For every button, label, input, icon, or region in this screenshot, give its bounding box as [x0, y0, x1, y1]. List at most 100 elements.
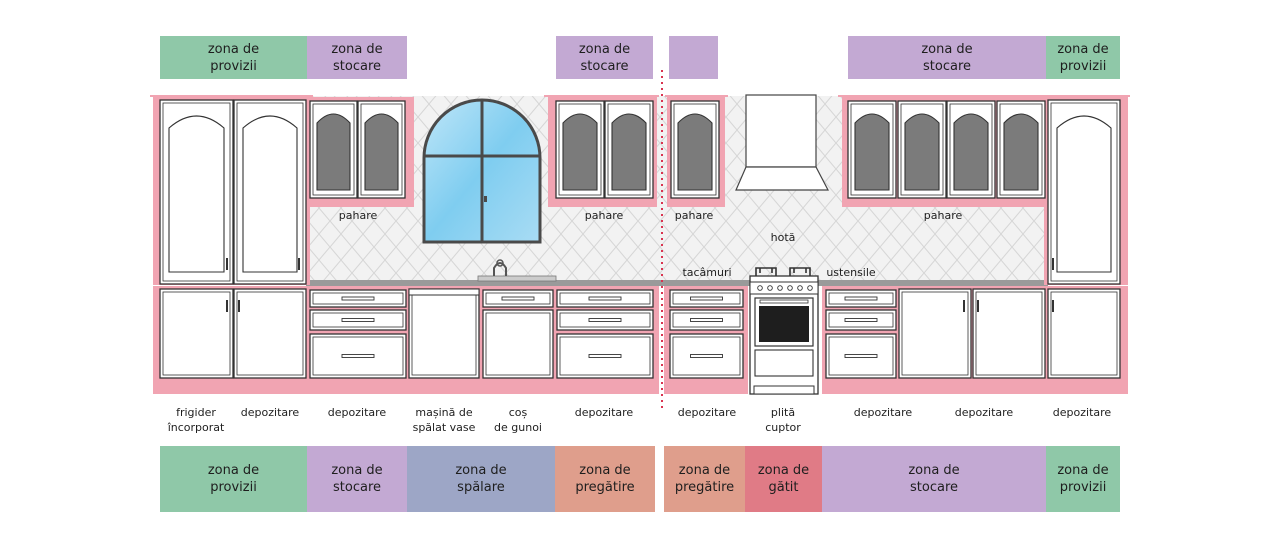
label-storage-7: depozitare: [1052, 406, 1112, 419]
wall-door-7-inner: [900, 103, 944, 196]
wall-door-2-glass: [364, 113, 399, 191]
drawer-4a-inner: [828, 292, 894, 305]
handle-tall-storage: [298, 258, 300, 270]
handle-base-storage-4: [1052, 300, 1054, 312]
drawer-2a-handle: [588, 296, 622, 301]
drawer-3a-inner: [672, 292, 741, 305]
zone-bottom-gatit: zona de gătit: [745, 446, 822, 512]
wall-door-2-inner: [360, 103, 403, 196]
wall-door-3-inner: [558, 103, 602, 196]
stove-knob: [767, 285, 773, 291]
wall-door-8-inner: [949, 103, 993, 196]
window: [422, 98, 542, 244]
wall-door-5-glass: [677, 113, 713, 191]
label-storage-6: depozitare: [954, 406, 1014, 419]
handle-fridge: [226, 258, 228, 270]
zone-bottom-spalare: zona de spălare: [407, 446, 555, 512]
zone-top-provizii-left: zona de provizii: [160, 36, 307, 79]
drawer-3a-handle: [690, 296, 723, 301]
drawer-4b-handle: [844, 318, 878, 322]
tall-door-right-inner: [1050, 102, 1118, 282]
drawer-4b-inner: [828, 312, 894, 328]
burner-grates-icon: [755, 267, 811, 276]
dishwasher-panel: [408, 288, 480, 296]
zone-top-provizii-right: zona de provizii: [1046, 36, 1120, 79]
label-storage-2: depozitare: [327, 406, 387, 419]
label-glasses-2: pahare: [584, 209, 624, 222]
label-storage-1: depozitare: [240, 406, 300, 419]
trash-door-inner: [485, 312, 551, 376]
drawer-4c-inner: [828, 336, 894, 376]
base-door-storage-2-inner: [901, 291, 969, 376]
stove-knob: [787, 285, 793, 291]
label-storage-4: depozitare: [677, 406, 737, 419]
zone-bottom-stocare-1: zona de stocare: [307, 446, 407, 512]
zone-bottom-stocare-2: zona de stocare: [822, 446, 1046, 512]
drawer-2b-handle: [588, 318, 622, 322]
countertop: [306, 280, 1048, 286]
drawer-1a-inner: [312, 292, 404, 305]
label-hood: hotă: [770, 231, 796, 244]
zone-top-stocare-1: zona de stocare: [307, 36, 407, 79]
drawer-1b-handle: [341, 318, 375, 322]
base-door-fridge-inner: [162, 291, 231, 376]
base-door-storage-4-inner: [1050, 291, 1118, 376]
trash-drawer-handle: [501, 296, 535, 301]
wall-door-5-inner: [673, 103, 717, 196]
label-glasses-3: pahare: [674, 209, 714, 222]
label-utensils: ustensile: [826, 266, 876, 279]
wall-door-6-inner: [850, 103, 894, 196]
wall-door-6-glass: [854, 113, 890, 191]
wall-door-4-glass: [611, 113, 647, 191]
wall-door-4-inner: [607, 103, 651, 196]
wall-door-9-glass: [1003, 113, 1039, 191]
zone-top-stocare-3: [669, 36, 718, 79]
oven-handle: [759, 299, 809, 304]
zone-bottom-provizii-left: zona de provizii: [160, 446, 307, 512]
zone-top-stocare-2: zona de stocare: [556, 36, 653, 79]
base-door-storage-1-inner: [236, 291, 304, 376]
label-dishwasher: mașină de spălat vase: [412, 406, 476, 434]
drawer-1c-inner: [312, 336, 404, 376]
wall-door-3-glass: [562, 113, 598, 191]
tall-door-right-arch-panel: [1056, 115, 1112, 273]
range-hood-icon: [735, 94, 829, 191]
oven-drawer: [754, 349, 814, 377]
handle-base-storage-3: [977, 300, 979, 312]
drawer-1c-handle: [341, 354, 375, 358]
tall-door-storage-inner: [236, 102, 304, 282]
drawer-1b-inner: [312, 312, 404, 328]
wall-door-1-inner: [312, 103, 355, 196]
drawer-2c-handle: [588, 354, 622, 358]
handle-base-storage-2: [963, 300, 965, 312]
handle-tall-right: [1052, 258, 1054, 270]
label-fridge: frigider încorporat: [167, 406, 225, 434]
base-door-storage-3: [972, 288, 1046, 379]
handle-base-storage-1: [238, 300, 240, 312]
frame-left-top: [150, 95, 313, 97]
drawer-3c-inner: [672, 336, 741, 376]
base-door-storage-1: [233, 288, 307, 379]
label-cutlery: tacâmuri: [682, 266, 732, 279]
tall-door-fridge-arch-panel: [168, 115, 225, 273]
drawer-2b-inner: [559, 312, 651, 328]
base-door-storage-3-inner: [975, 291, 1043, 376]
label-storage-5: depozitare: [853, 406, 913, 419]
drawer-4a-handle: [844, 296, 878, 301]
tall-door-storage: [233, 99, 307, 285]
frame-wall-3-top: [665, 95, 728, 97]
drawer-3b-inner: [672, 312, 741, 328]
wall-door-8-glass: [953, 113, 989, 191]
label-glasses-1: pahare: [338, 209, 378, 222]
stove-base: [753, 385, 815, 395]
base-door-fridge: [159, 288, 234, 379]
label-stove-oven: plită cuptor: [765, 406, 801, 434]
zone-bottom-provizii-right: zona de provizii: [1046, 446, 1120, 512]
drawer-3c-handle: [690, 354, 723, 358]
wall-door-7-glass: [904, 113, 940, 191]
wall-door-9-inner: [999, 103, 1043, 196]
stove-knob: [757, 285, 763, 291]
stove-knob: [797, 285, 803, 291]
drawer-2c-inner: [559, 336, 651, 376]
